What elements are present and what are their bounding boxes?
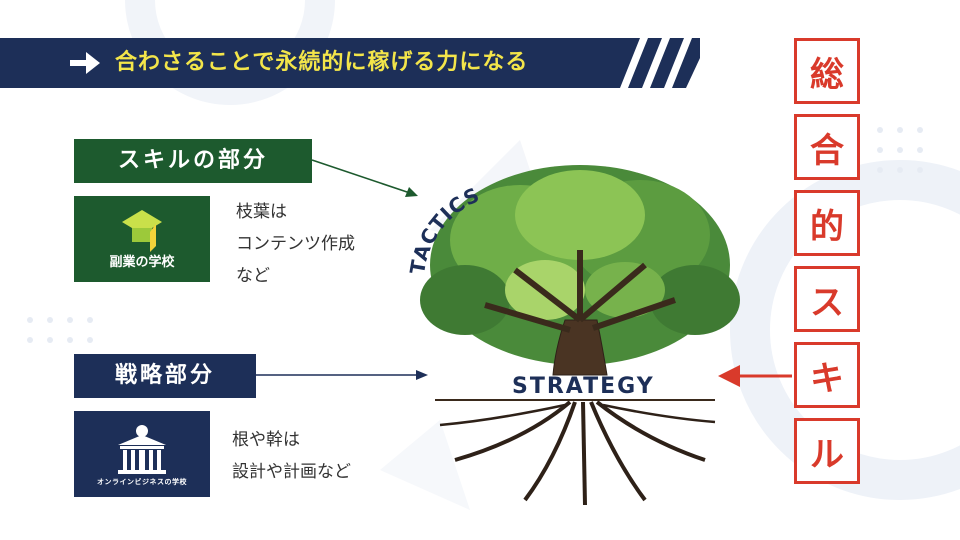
strategy-label: STRATEGY: [512, 374, 655, 399]
skill-desc-line: など: [236, 266, 270, 286]
skill-arrow-head: [405, 187, 418, 197]
side-char-box: 合: [794, 114, 860, 180]
banner-title: 合わさることで永続的に稼げる力になる: [115, 50, 529, 75]
strategy-desc-line: 根や幹は: [232, 430, 300, 450]
tree-trunk: [484, 250, 676, 376]
side-arrow-head: [718, 365, 740, 387]
side-char-box: 総: [794, 38, 860, 104]
svg-text:TACTICS: TACTICS: [405, 182, 484, 276]
skill-desc-line: 枝葉は: [236, 202, 287, 222]
strategy-description: 根や幹は 設計や計画など: [232, 424, 351, 488]
integrated-skill-column: 総 合 的 ス キ ル: [794, 38, 860, 494]
side-char-box: ス: [794, 266, 860, 332]
tree-roots: [439, 400, 716, 506]
skill-description: 枝葉は コンテンツ作成 など: [236, 196, 355, 292]
strategy-desc-line: 設計や計画など: [232, 462, 351, 482]
skill-school-logo: 副業の学校: [74, 196, 210, 282]
strategy-arrow-head: [416, 370, 428, 380]
tactics-label: TACTICS: [405, 182, 484, 276]
skill-arrow-line: [311, 159, 411, 194]
strategy-tag: 戦略部分: [74, 354, 256, 398]
business-school-logo: オンラインビジネスの学校: [74, 411, 210, 497]
school-building-icon: [118, 425, 166, 474]
side-char-box: キ: [794, 342, 860, 408]
graduation-cap-icon: [122, 210, 162, 252]
tree-illustration: [420, 165, 740, 506]
skill-desc-line: コンテンツ作成: [236, 234, 355, 254]
side-char-box: ル: [794, 418, 860, 484]
title-banner: [0, 38, 700, 88]
right-arrow-icon: [70, 52, 100, 74]
side-char-box: 的: [794, 190, 860, 256]
skill-tag: スキルの部分: [74, 139, 312, 183]
